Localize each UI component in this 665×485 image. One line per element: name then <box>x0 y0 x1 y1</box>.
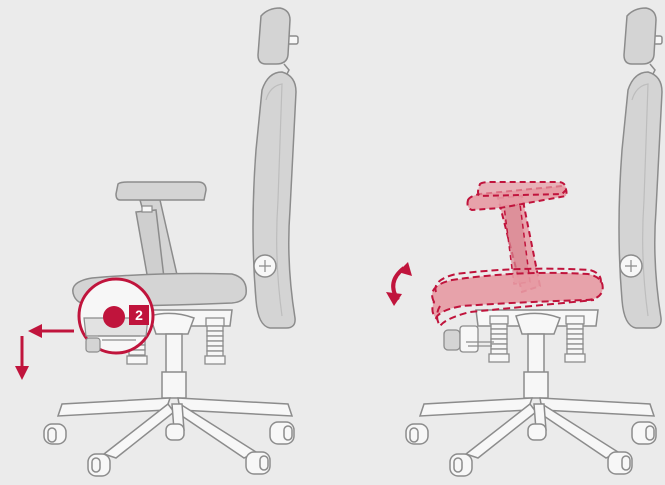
left-headrest <box>258 8 298 76</box>
left-backrest <box>253 72 296 328</box>
arrow-left-icon <box>28 324 74 338</box>
left-chair: 2 <box>15 8 298 476</box>
right-mechanism <box>444 310 598 398</box>
adjust-lever <box>103 306 125 328</box>
left-lever-paddle <box>86 338 100 352</box>
tilt-rotate-arrow-icon <box>386 262 412 306</box>
right-backrest <box>619 72 662 328</box>
arrow-down-icon <box>15 336 29 380</box>
right-headrest <box>624 8 662 76</box>
step-number: 2 <box>135 307 143 323</box>
tilted-seat-highlight <box>432 182 603 326</box>
right-chair <box>386 8 662 476</box>
right-casters <box>406 422 656 476</box>
left-casters <box>44 422 294 476</box>
